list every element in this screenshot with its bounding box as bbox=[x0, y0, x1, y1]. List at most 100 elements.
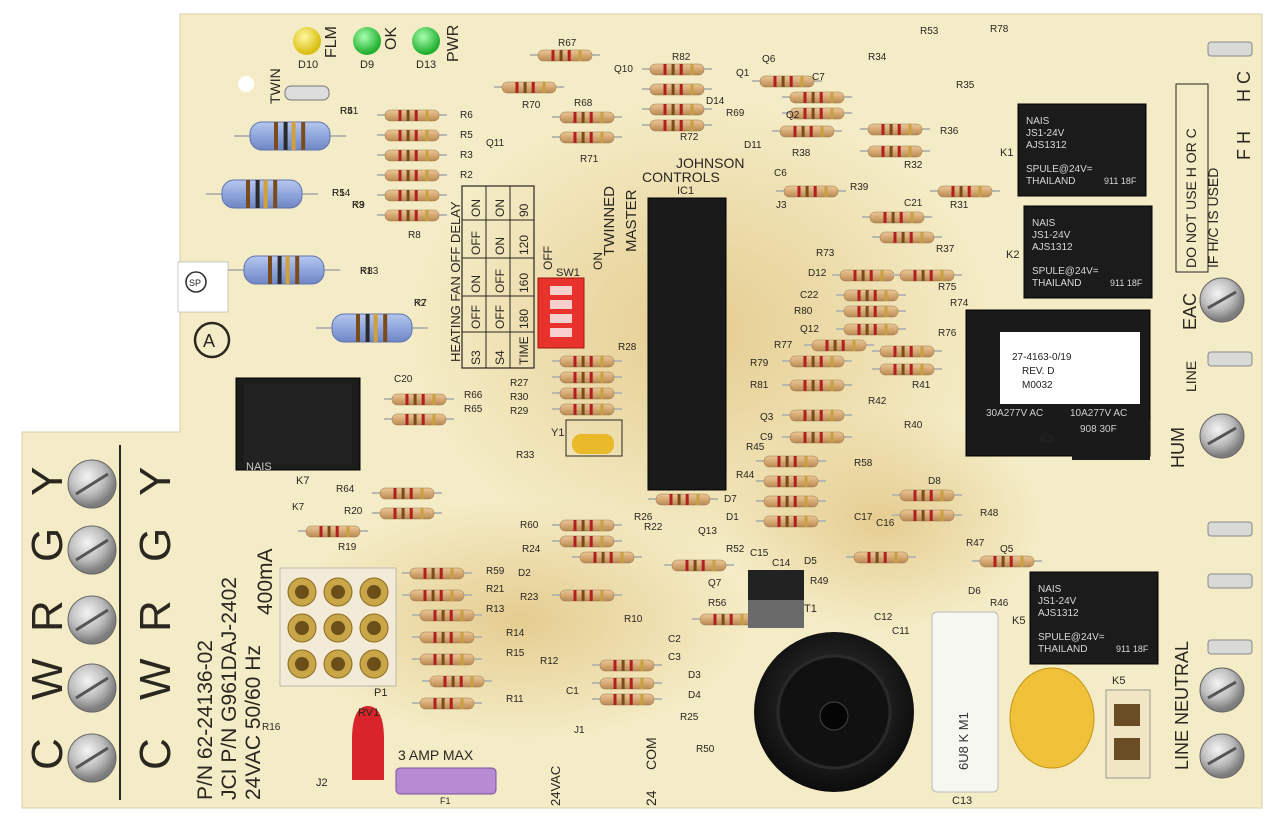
svg-text:AJS1312: AJS1312 bbox=[1032, 242, 1073, 253]
spade-terminal[interactable] bbox=[1207, 41, 1253, 57]
ref-designator: R10 bbox=[624, 614, 643, 625]
resistor bbox=[782, 107, 852, 120]
ref-designator: R29 bbox=[510, 406, 529, 417]
small-resistor-array bbox=[298, 49, 1042, 710]
resistor bbox=[892, 489, 962, 502]
ref-designator: C14 bbox=[772, 558, 791, 569]
resistor bbox=[972, 555, 1042, 568]
transistor-t1: T1 bbox=[748, 570, 817, 628]
ref-designator: R52 bbox=[726, 544, 745, 555]
connector-pin bbox=[323, 577, 353, 607]
resistor bbox=[804, 339, 874, 352]
reference-designators: R4R1R9R83R7R6R5R3R2R8C20R66R65K7R64R20R1… bbox=[262, 24, 1014, 755]
svg-text:911 18F: 911 18F bbox=[1104, 176, 1137, 186]
resistor bbox=[412, 697, 482, 710]
svg-text:K5: K5 bbox=[1012, 615, 1025, 627]
power-resistor bbox=[234, 121, 346, 151]
dip-table-cell: ON bbox=[469, 199, 483, 217]
spade-terminal[interactable] bbox=[1207, 573, 1253, 589]
hc-note-line1: DO NOT USE H OR C bbox=[1183, 128, 1199, 268]
ref-designator: R42 bbox=[868, 396, 887, 407]
resistor bbox=[592, 693, 662, 706]
k5-connector: K5 bbox=[1105, 675, 1151, 779]
dip-table-cell: OFF bbox=[493, 269, 507, 293]
resistor bbox=[402, 567, 472, 580]
power-resistor bbox=[316, 313, 428, 343]
spade-terminal[interactable] bbox=[1207, 351, 1253, 367]
ref-designator: R26 bbox=[634, 512, 653, 523]
svg-text:JS1-24V: JS1-24V bbox=[1026, 128, 1065, 139]
ref-designator: R83 bbox=[360, 266, 379, 277]
manufacturer-name-line1: JOHNSON bbox=[676, 155, 744, 171]
terminal-screw-c[interactable] bbox=[67, 733, 117, 783]
connector-pin bbox=[287, 649, 317, 679]
ref-designator: R37 bbox=[936, 244, 955, 255]
terminal-screw[interactable] bbox=[1199, 733, 1245, 779]
dip-switch-sw1[interactable]: SW1 OFF ON bbox=[537, 246, 605, 349]
ref-designator: R81 bbox=[750, 380, 769, 391]
ref-designator: R32 bbox=[904, 160, 923, 171]
power-resistors bbox=[206, 121, 428, 343]
flame-led-icon bbox=[293, 27, 321, 55]
resistor bbox=[384, 393, 454, 406]
terminal-letter-outer: G bbox=[23, 528, 72, 562]
v24-label: 24 bbox=[643, 790, 659, 806]
blower-motor-knob bbox=[754, 632, 914, 792]
resistor bbox=[592, 677, 662, 690]
terminal-screw-g[interactable] bbox=[67, 525, 117, 575]
power-led-icon bbox=[412, 27, 440, 55]
hc-letters: H C bbox=[1234, 71, 1254, 102]
ref-designator: R66 bbox=[464, 390, 483, 401]
k3-label-line1: 27-4163-0/19 bbox=[1012, 352, 1072, 363]
terminal-screw[interactable] bbox=[1199, 277, 1245, 323]
terminal-screw[interactable] bbox=[1199, 667, 1245, 713]
resistor bbox=[782, 379, 852, 392]
terminal-screw-r[interactable] bbox=[67, 595, 117, 645]
master-label: MASTER bbox=[623, 189, 640, 252]
spade-terminal[interactable] bbox=[1207, 639, 1253, 655]
flm-label: FLM bbox=[323, 26, 340, 58]
ref-designator: R74 bbox=[950, 298, 969, 309]
terminal-screw[interactable] bbox=[1199, 413, 1245, 459]
ref-designator: R80 bbox=[794, 306, 813, 317]
ref-designator: K1 bbox=[360, 266, 373, 277]
resistor bbox=[756, 495, 826, 508]
k3-label-line2: REV. D bbox=[1022, 366, 1054, 377]
svg-text:911 18F: 911 18F bbox=[1116, 644, 1149, 654]
hc-note-box: DO NOT USE H OR C IF H/C IS USED bbox=[1175, 83, 1221, 273]
k3-date: 908 30F bbox=[1080, 424, 1117, 435]
ref-designator: Q10 bbox=[614, 64, 633, 75]
ref-designator: R13 bbox=[486, 604, 505, 615]
crystal-y1: Y1 bbox=[551, 419, 623, 457]
twin-label: TWIN bbox=[267, 68, 283, 104]
ref-designator: C7 bbox=[812, 72, 825, 83]
svg-text:NAIS: NAIS bbox=[1038, 584, 1062, 595]
ref-designator: R68 bbox=[574, 98, 593, 109]
dip-table-cell: 90 bbox=[517, 203, 531, 217]
connector-pin bbox=[323, 613, 353, 643]
resistor bbox=[782, 431, 852, 444]
com-label: COM bbox=[643, 737, 659, 770]
svg-text:THAILAND: THAILAND bbox=[1032, 278, 1081, 289]
svg-text:THAILAND: THAILAND bbox=[1038, 644, 1087, 655]
connector-pin bbox=[323, 649, 353, 679]
svg-text:K1: K1 bbox=[1000, 147, 1013, 159]
terminal-screw-w[interactable] bbox=[67, 663, 117, 713]
spade-terminal[interactable] bbox=[1207, 521, 1253, 537]
manufacturer-name-line2: CONTROLS bbox=[642, 169, 720, 185]
k3-rating-right: 10A277V AC bbox=[1070, 408, 1127, 419]
ref-designator: R44 bbox=[736, 470, 755, 481]
ref-designator: R19 bbox=[338, 542, 357, 553]
svg-text:JS1-24V: JS1-24V bbox=[1032, 230, 1071, 241]
connector-p1: P1 bbox=[279, 567, 397, 699]
led-indicator-row: D10 D9 D13 FLM OK PWR bbox=[293, 25, 462, 71]
sw1-label: SW1 bbox=[556, 267, 580, 279]
ref-designator: R14 bbox=[506, 628, 525, 639]
ref-designator: R53 bbox=[920, 26, 939, 37]
ok-led-icon bbox=[353, 27, 381, 55]
terminal-screw-y[interactable] bbox=[67, 459, 117, 509]
varistor-rv1: RV1 J2 bbox=[316, 706, 384, 789]
part-number-text: P/N 62-24136-02 bbox=[194, 640, 217, 800]
